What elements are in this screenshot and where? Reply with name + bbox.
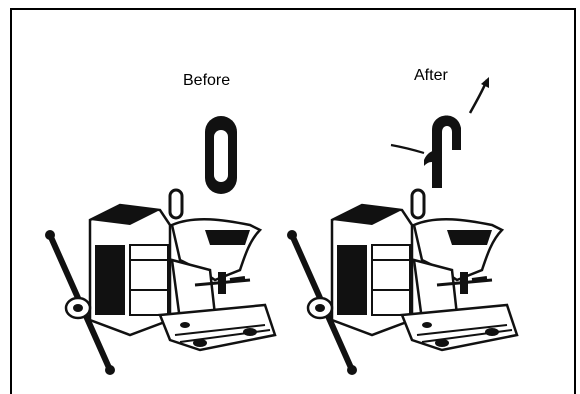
bench-vise-after (287, 190, 517, 375)
before-chain-link (205, 116, 237, 194)
bend-arrow-icon (470, 77, 489, 113)
bench-vise-before (45, 190, 275, 375)
after-chain-link (391, 115, 461, 188)
